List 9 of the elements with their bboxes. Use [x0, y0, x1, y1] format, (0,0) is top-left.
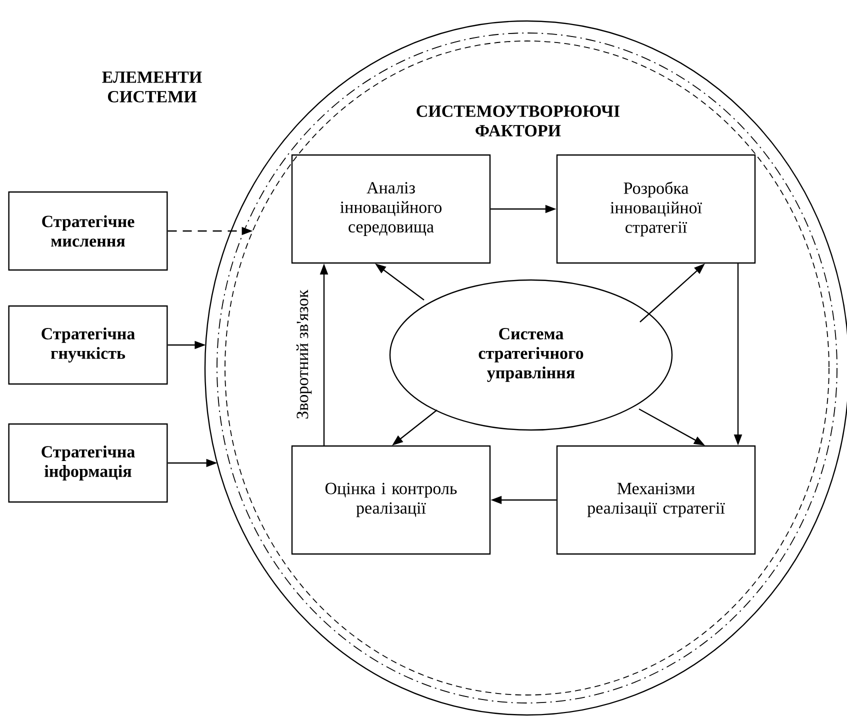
element-box: Стратегічне мислення: [8, 191, 168, 271]
process-box: Механізми реалізації стратегії: [556, 445, 756, 555]
process-box: Оцінка і контроль реалізації: [291, 445, 491, 555]
element-box: Стратегічна гнучкість: [8, 305, 168, 385]
process-box: Аналіз інноваційного середовища: [291, 154, 491, 264]
element-box: Стратегічна інформація: [8, 423, 168, 503]
edge-label: Зворотний зв'язок: [296, 290, 312, 419]
section-heading: ЕЛЕМЕНТИ СИСТЕМИ: [102, 72, 202, 102]
process-box: Розробка інноваційної стратегії: [556, 154, 756, 264]
